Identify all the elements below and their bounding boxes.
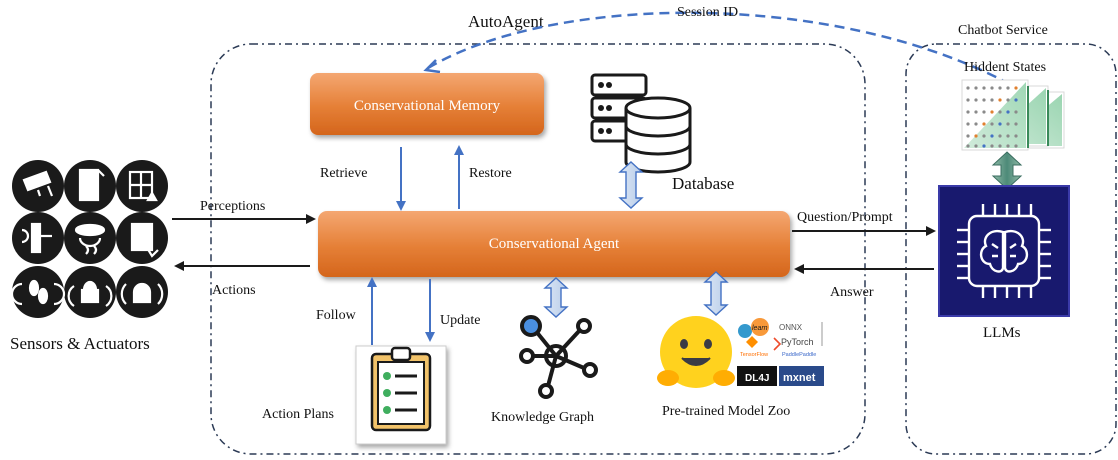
- actions-label: Actions: [212, 283, 256, 298]
- action-plans-label: Action Plans: [262, 407, 334, 422]
- paddlepaddle-logo: PaddlePaddle: [782, 352, 816, 358]
- perceptions-label: Perceptions: [200, 199, 265, 214]
- pytorch-logo: PyTorch: [781, 337, 814, 347]
- database-icon: [590, 73, 692, 174]
- autoagent-title: AutoAgent: [468, 12, 544, 31]
- question-prompt-label: Question/Prompt: [797, 210, 893, 225]
- session-id-label: Session ID: [677, 5, 738, 20]
- memory-node: [310, 73, 544, 135]
- dl4j-logo-bg: [737, 366, 777, 386]
- learn-logo: learn: [738, 318, 769, 338]
- llm-node: [938, 185, 1070, 317]
- tensorflow-logo: TensorFlow: [740, 352, 768, 358]
- learn-logo-text: learn: [752, 325, 768, 332]
- update-label: Update: [440, 313, 480, 328]
- hidden-states-matrix: [961, 79, 1065, 151]
- answer-label: Answer: [830, 285, 874, 300]
- mxnet-logo-bg: [779, 366, 824, 386]
- chatbot-title: Chatbot Service: [958, 23, 1048, 38]
- clipboard-icon: [355, 345, 447, 445]
- autoagent-container: [210, 43, 866, 455]
- zoo-agent-double-arrow: [703, 271, 729, 316]
- hidden-states-label: Hiddent States: [964, 60, 1046, 75]
- session-id-arrowhead-left: [423, 59, 441, 74]
- mxnet-logo: mxnet: [783, 372, 816, 384]
- pytorch-flame-icon: [773, 337, 782, 351]
- retrieve-label: Retrieve: [320, 166, 367, 181]
- model-zoo-label: Pre-trained Model Zoo: [662, 404, 790, 419]
- sensors-grid: [10, 160, 168, 318]
- session-id-arrow: [427, 11, 1036, 100]
- knowledge-graph-label: Knowledge Graph: [491, 410, 594, 425]
- chatbot-container: [905, 43, 1117, 455]
- tensorflow-icon: [746, 336, 758, 348]
- agent-node: [318, 211, 790, 277]
- hugging-face-icon: [657, 316, 735, 388]
- dl4j-logo: DL4J: [745, 373, 769, 384]
- agent-label: Conservational Agent: [489, 236, 620, 252]
- knowledge-graph-icon: [519, 315, 598, 399]
- brain-chip-icon: [957, 204, 1051, 298]
- kg-agent-double-arrow: [543, 277, 569, 318]
- database-agent-double-arrow: [618, 161, 644, 209]
- sensors-label: Sensors & Actuators: [10, 334, 150, 353]
- llm-hidden-double-arrow: [991, 151, 1023, 190]
- follow-label: Follow: [316, 308, 357, 323]
- onnx-logo: ONNX: [779, 323, 803, 332]
- memory-label: Conservational Memory: [354, 98, 501, 114]
- smoke-detector-icon: [64, 212, 116, 264]
- restore-label: Restore: [469, 166, 512, 181]
- llms-label: LLMs: [983, 325, 1021, 341]
- database-label: Database: [672, 174, 734, 193]
